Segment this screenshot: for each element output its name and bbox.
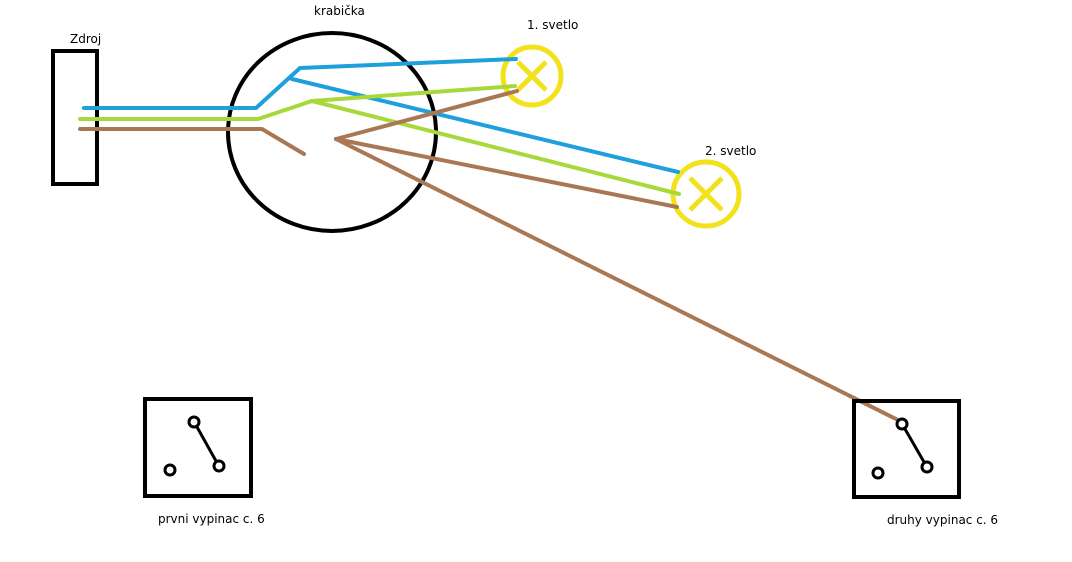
light-1-label: 1. svetlo xyxy=(527,18,579,32)
wire-blue-source-to-box xyxy=(82,57,518,110)
switch-1-label: prvni vypinac c. 6 xyxy=(158,512,265,526)
wire-green-source-to-box xyxy=(78,84,517,121)
wire-green-box-to-lamp-2 xyxy=(310,99,681,196)
wire-brown-box-to-lamp-1 xyxy=(334,89,519,141)
wire-green xyxy=(78,84,681,196)
switch-2-icon xyxy=(852,399,961,499)
wire-brown xyxy=(78,89,906,425)
lamp-1-icon xyxy=(500,44,564,108)
source-label: Zdroj xyxy=(70,32,102,46)
switch-2-label: druhy vypinac c. 6 xyxy=(887,513,999,527)
switch-1-icon xyxy=(143,397,253,498)
junction-box-label: krabička xyxy=(314,4,365,18)
wire-blue xyxy=(82,57,680,174)
light-2-label: 2. svetlo xyxy=(705,144,757,158)
wire-brown-box-to-switch-2 xyxy=(334,137,906,425)
wire-brown-source-to-box xyxy=(78,127,306,156)
lamp-2-icon xyxy=(670,159,742,229)
wire-blue-box-to-lamp-2 xyxy=(290,77,680,174)
wire-brown-box-to-lamp-2 xyxy=(334,137,679,209)
